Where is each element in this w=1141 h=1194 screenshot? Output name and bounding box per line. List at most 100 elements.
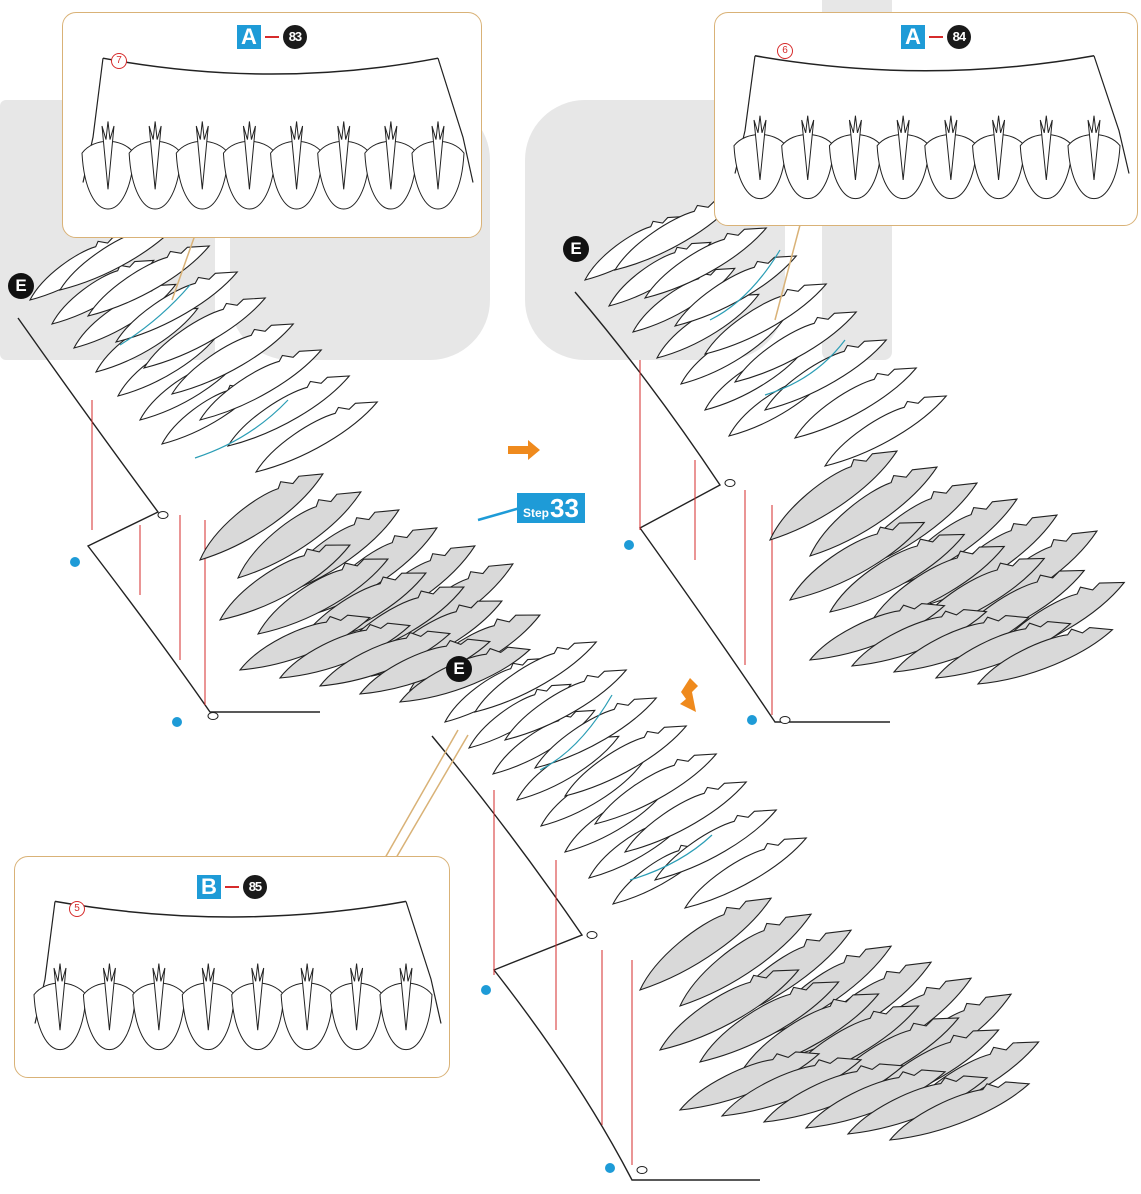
step-word: Step [523, 506, 550, 520]
feather-shape [720, 1057, 863, 1117]
sheet-top-edge [754, 55, 1095, 72]
feather-slot [290, 121, 304, 190]
feather-shape [934, 620, 1072, 679]
feather-sheet-a83 [81, 57, 474, 210]
rivet-hole [779, 716, 791, 724]
feather-slot [300, 963, 314, 1031]
feather-shape [503, 669, 628, 741]
label-dash [264, 36, 279, 38]
feather-shape [631, 267, 736, 333]
feather-slot [350, 963, 364, 1031]
wing-assembly-top-right [574, 199, 1126, 725]
feather-shape [678, 1051, 821, 1111]
feather-shape [218, 544, 352, 621]
feather-slot [201, 963, 215, 1031]
sheet-letter: A [237, 25, 261, 49]
feather-shape [769, 450, 899, 541]
leader-line [774, 224, 801, 321]
anchor-dot-icon [605, 1163, 615, 1173]
feather-slot [431, 121, 445, 190]
feather-slot [1039, 115, 1053, 180]
feather-slot [992, 115, 1006, 180]
feather-shape [623, 781, 748, 853]
anchor-dot-icon [70, 557, 80, 567]
rivet-hole [207, 712, 219, 720]
feather-shape [198, 349, 323, 421]
leader-line [384, 729, 459, 859]
sheet-top-edge [102, 57, 439, 75]
feather-shape [256, 558, 390, 635]
feather-shape [491, 709, 596, 775]
rivet-hole [586, 931, 598, 939]
anchor-dot-icon [624, 540, 634, 550]
attach-marker-e: E [446, 656, 472, 682]
rivet-hole [157, 511, 169, 519]
feather-shape [828, 533, 966, 613]
sheet-side-edge [437, 58, 474, 183]
wing-frame-outline [17, 317, 320, 713]
fold-curve [764, 339, 846, 396]
sheet-letter: B [197, 875, 221, 899]
part-number: 85 [242, 875, 267, 899]
feather-slot [801, 115, 815, 180]
feather-slot [944, 115, 958, 180]
part-label: A 84 [715, 25, 1137, 49]
feather-slot [53, 963, 67, 1031]
sheet-letter: A [901, 25, 925, 49]
feather-shape [733, 311, 858, 383]
attach-marker-e: E [563, 236, 589, 262]
feather-shape [698, 981, 840, 1063]
sheet-side-edge [1093, 55, 1130, 174]
feather-shape [199, 473, 324, 561]
feather-shape [473, 641, 598, 713]
feather-shape [653, 809, 778, 881]
feather-shape [114, 271, 239, 343]
feather-shape [533, 697, 658, 769]
wing-assembly-top-left [17, 219, 542, 727]
feather-shape [850, 608, 988, 667]
feather-shape [142, 297, 267, 369]
wing-assembly-bottom [431, 641, 1040, 1181]
feather-shape [683, 837, 808, 909]
feather-shape [892, 614, 1030, 673]
label-dash [224, 886, 239, 888]
feather-slot [399, 963, 413, 1031]
rivet-hole [636, 1166, 648, 1174]
feather-shape [86, 245, 211, 317]
rivet-hole [724, 479, 736, 487]
feather-shape [278, 622, 412, 679]
feather-shape [226, 375, 351, 447]
anchor-dot-icon [747, 715, 757, 725]
feather-shape [762, 1063, 905, 1123]
part-label: B 85 [15, 875, 449, 899]
feather-shape [237, 491, 362, 579]
feather-slot [148, 121, 162, 190]
feather-shape [808, 602, 946, 661]
feather-slot [152, 963, 166, 1031]
feather-sheet-a84 [733, 55, 1130, 200]
feather-shape [658, 969, 800, 1051]
feather-sheet-b85 [33, 900, 442, 1051]
feather-shape [763, 339, 888, 411]
feather-shape [823, 395, 948, 467]
feather-shape [809, 466, 939, 557]
part-number: 84 [946, 25, 971, 49]
feather-slot [101, 121, 115, 190]
feather-shape [846, 1075, 989, 1135]
fold-curve [539, 694, 613, 771]
fold-curve [709, 249, 781, 321]
feather-shape [673, 255, 798, 327]
callout-part-a84: A 84 6 [714, 12, 1138, 226]
down-arrow-icon [680, 678, 698, 712]
feather-slot [251, 963, 265, 1031]
leader-line [171, 234, 196, 301]
feather-shape [678, 913, 813, 1007]
anchor-dot-icon [481, 985, 491, 995]
feather-shape [976, 626, 1114, 685]
leader-line [395, 734, 469, 859]
feather-shape [254, 401, 379, 473]
fold-curve [629, 834, 713, 881]
feather-slot [195, 121, 209, 190]
feather-slot [102, 963, 116, 1031]
